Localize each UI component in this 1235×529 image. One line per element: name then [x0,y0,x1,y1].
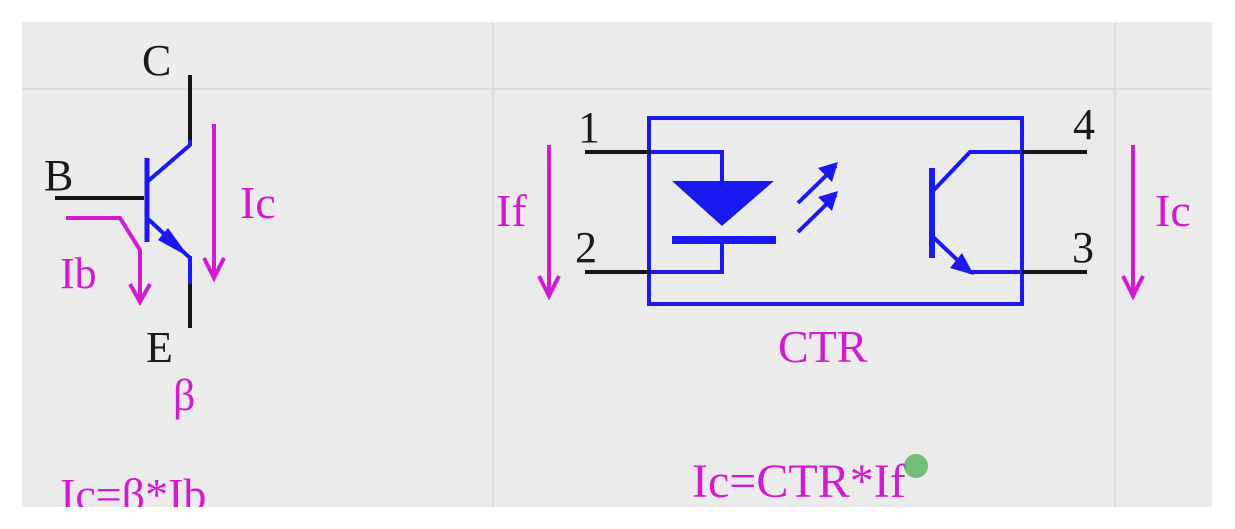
emitter-label: E [146,323,173,372]
pin2-label: 2 [575,223,597,272]
ratio-label: CTR [778,321,868,372]
light-ray-arrow-icon [818,191,838,211]
cursor-dot-icon [904,454,928,478]
pin1-label: 1 [578,103,600,152]
light-ray-arrow-icon [818,162,838,182]
optocoupler-package [647,116,1024,306]
base-current-arrowhead-icon [128,283,152,307]
base-current-arrow [66,216,142,298]
collector-line [145,143,192,184]
pin3-label: 3 [1072,223,1094,272]
pin4-label: 4 [1073,100,1095,149]
phototransistor-collector [930,150,1022,194]
output-current-arrowhead-icon [1121,275,1145,301]
input-current-arrowhead-icon [537,275,561,301]
led-diode-icon [672,181,774,226]
phototransistor-emitter-arrow-icon [950,253,974,275]
grid-lines [22,22,1212,507]
emitter-arrow-icon [158,228,189,257]
collector-current-label: Ic [240,177,276,228]
base-current-label: Ib [60,249,97,298]
panel-background [22,22,1212,507]
optocoupler-symbol [585,116,1087,306]
output-current-label: Ic [1155,185,1191,236]
transistor-formula: Ic=β*Ib [60,469,206,520]
input-current-label: If [496,185,527,236]
collector-current-arrowhead-icon [202,257,226,283]
gain-label: β [173,371,195,420]
led-cathode-wire [649,240,724,274]
optocoupler-formula: Ic=CTR*If [692,455,906,508]
led-anode-wire [649,150,724,183]
bjt-transistor-symbol [55,75,192,328]
collector-label: C [142,36,171,85]
base-label: B [44,151,73,200]
